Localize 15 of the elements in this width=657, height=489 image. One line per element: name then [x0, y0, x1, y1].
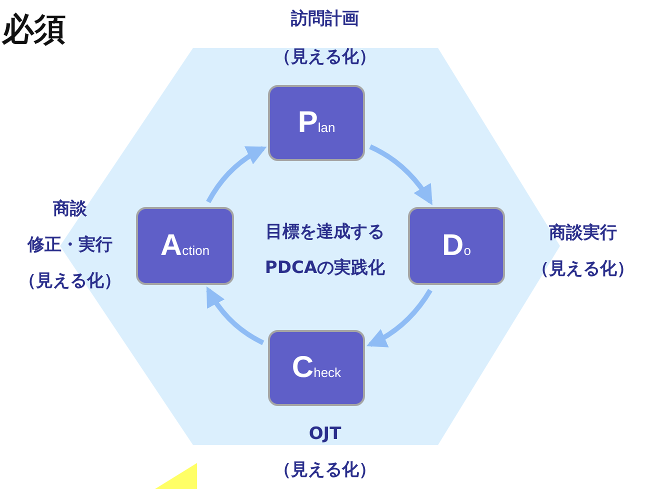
curved-arrow [366, 288, 432, 347]
node-caption: （見える化） [19, 270, 121, 292]
center-label: 目標を達成するPDCAの実践化 [264, 221, 386, 280]
node-caption: 商談 [53, 198, 87, 220]
node-caption: （見える化） [274, 46, 376, 68]
node-caption: 商談実行 [549, 222, 617, 244]
curved-arrow [206, 146, 267, 204]
curved-arrow [206, 286, 264, 346]
node-caption: OJT [308, 423, 342, 445]
node-caption: （見える化） [274, 459, 376, 481]
node-caption: 訪問計画 [291, 8, 359, 30]
heading: 必須 [2, 9, 66, 50]
node-caption: 修正・実行 [28, 234, 112, 256]
curved-arrow [369, 144, 433, 206]
node-caption: （見える化） [532, 258, 634, 280]
